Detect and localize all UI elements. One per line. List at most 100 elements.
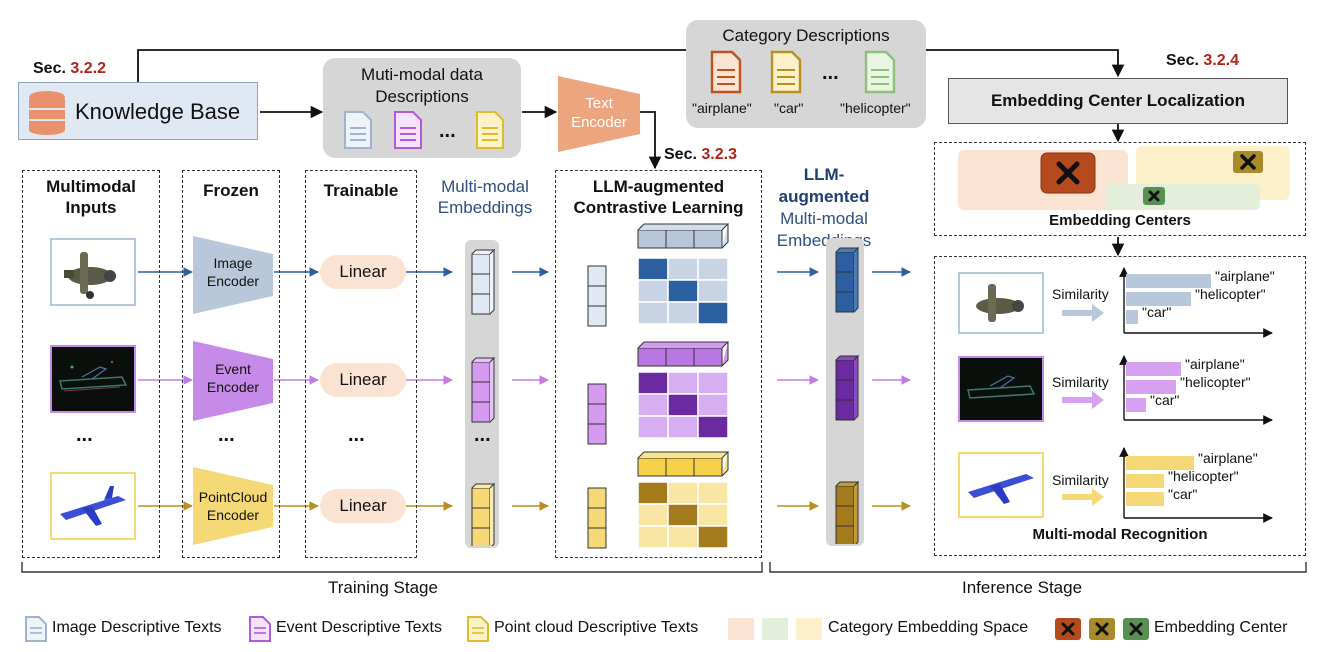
image-input-thumbnail bbox=[50, 238, 136, 306]
legend-center-airplane-icon bbox=[1055, 618, 1081, 640]
legend-center-icons bbox=[1055, 618, 1149, 640]
image-query-embeddings bbox=[587, 265, 607, 327]
recognition-bar-label-image-2: "car" bbox=[1142, 304, 1172, 320]
recognition-bar-pointcloud-1 bbox=[1126, 474, 1164, 488]
recognition-bar-pointcloud-0 bbox=[1126, 456, 1194, 470]
text-encoder-shape bbox=[558, 76, 640, 152]
event-llm-embedding-stack bbox=[835, 354, 860, 421]
recog-event-thumbnail bbox=[958, 356, 1044, 422]
category-airplane: "airplane" bbox=[692, 100, 752, 116]
legend-image-texts: Image Descriptive Texts bbox=[52, 619, 222, 636]
legend-point-doc-icon bbox=[467, 616, 489, 642]
image-text-embeddings bbox=[637, 223, 730, 249]
text-encoder-label: Text Encoder bbox=[562, 94, 636, 132]
knowledge-base-label: Knowledge Base bbox=[75, 99, 241, 124]
airplane-photo-icon bbox=[64, 252, 116, 299]
desc-title-line1: Muti-modal data bbox=[361, 65, 483, 84]
recognition-axes bbox=[1119, 267, 1273, 523]
center-airplane-icon bbox=[1040, 152, 1096, 194]
encoder-to-contrastive-arrow bbox=[640, 111, 662, 170]
recognition-bar-event-2 bbox=[1126, 398, 1146, 412]
image-llm-embedding-stack bbox=[835, 246, 860, 313]
pointcloud-linear-box: Linear bbox=[320, 489, 406, 523]
image-linear-box: Linear bbox=[320, 255, 406, 289]
car-doc-icon bbox=[770, 50, 802, 94]
helicopter-doc-icon bbox=[864, 50, 896, 94]
legend-space-helicopter-swatch bbox=[762, 618, 788, 640]
image-doc-icon bbox=[344, 111, 372, 149]
image-encoder-shape bbox=[193, 236, 273, 314]
similarity-arrows bbox=[1062, 304, 1104, 506]
embedding-centers-box bbox=[934, 142, 1306, 236]
frozen-header: Frozen bbox=[203, 181, 259, 200]
knowledge-base-box: Knowledge Base bbox=[18, 82, 258, 140]
linear-ellipsis: ... bbox=[348, 424, 365, 446]
training-stage-brace bbox=[21, 562, 763, 573]
legend: Image Descriptive Texts Event Descriptiv… bbox=[0, 614, 1322, 644]
llm-embeddings-header: LLM-augmented Multi-modal Embeddings bbox=[776, 165, 872, 250]
recognition-bar-pointcloud-2 bbox=[1126, 492, 1164, 506]
training-stage-label: Training Stage bbox=[328, 578, 438, 597]
inference-stage-label: Inference Stage bbox=[962, 578, 1083, 597]
category-helicopter: "helicopter" bbox=[840, 100, 911, 116]
legend-center-label: Embedding Center bbox=[1154, 619, 1288, 636]
llm-embedding-stacks bbox=[835, 246, 860, 544]
point-query-embeddings bbox=[587, 487, 607, 549]
desc-ellipsis: ... bbox=[439, 120, 456, 142]
recognition-bar-label-image-0: "airplane" bbox=[1215, 268, 1275, 284]
recognition-bar-label-pointcloud-1: "helicopter" bbox=[1168, 468, 1239, 484]
sec-322-label: Sec. 3.2.2 bbox=[33, 60, 106, 77]
recognition-bar-image-2 bbox=[1126, 310, 1138, 324]
similarity-label-image: Similarity bbox=[1052, 286, 1109, 302]
sec-323-label: Sec. 3.2.3 bbox=[664, 146, 737, 163]
recognition-bar-label-image-1: "helicopter" bbox=[1195, 286, 1266, 302]
recognition-bar-label-pointcloud-0: "airplane" bbox=[1198, 450, 1258, 466]
legend-center-helicopter-icon bbox=[1123, 618, 1149, 640]
event-input-thumbnail bbox=[50, 345, 136, 413]
recognition-bar-label-event-2: "car" bbox=[1150, 392, 1180, 408]
space-helicopter bbox=[1106, 184, 1260, 210]
event-doc-icon bbox=[394, 111, 422, 149]
embedding-center-localization-box: Embedding Center Localization bbox=[948, 78, 1288, 124]
text-encoder-line1: Text bbox=[585, 95, 613, 112]
recognition-box bbox=[934, 256, 1306, 556]
inference-stage-brace bbox=[769, 562, 1307, 573]
recognition-bar-event-1 bbox=[1126, 380, 1176, 394]
point-text-embeddings bbox=[637, 451, 730, 477]
event-query-embeddings bbox=[587, 383, 607, 445]
legend-point-texts: Point cloud Descriptive Texts bbox=[494, 619, 699, 636]
category-ellipsis: ... bbox=[822, 62, 839, 84]
category-desc-title: Category Descriptions bbox=[722, 26, 890, 45]
embeddings-ellipsis: ... bbox=[474, 424, 491, 446]
recognition-bar-label-pointcloud-2: "car" bbox=[1168, 486, 1198, 502]
category-car: "car" bbox=[774, 100, 804, 116]
embedding-centers-title: Embedding Centers bbox=[1049, 212, 1191, 229]
text-encoder-line2: Encoder bbox=[571, 114, 627, 131]
trainable-column-box bbox=[305, 170, 417, 558]
inputs-column-box bbox=[22, 170, 160, 558]
recog-airplane-photo-icon bbox=[976, 284, 1024, 322]
point-doc-icon bbox=[476, 111, 504, 149]
point-contrastive-block bbox=[587, 451, 730, 549]
category-descriptions-box: Category Descriptions ... "airplane" "ca… bbox=[686, 20, 926, 128]
event-frame-icon bbox=[59, 360, 128, 392]
pointcloud-input-thumbnail bbox=[50, 472, 136, 540]
recog-pointcloud-airplane-icon bbox=[968, 474, 1034, 504]
recognition-bar-event-0 bbox=[1126, 362, 1181, 376]
point-similarity-matrix bbox=[637, 481, 729, 549]
inputs-ellipsis: ... bbox=[76, 424, 93, 446]
event-linear-box: Linear bbox=[320, 363, 406, 397]
image-embedding-stack bbox=[471, 248, 496, 315]
recognition-title: Multi-modal Recognition bbox=[1032, 526, 1208, 543]
recog-pointcloud-thumbnail bbox=[958, 452, 1044, 518]
legend-event-doc-icon bbox=[249, 616, 271, 642]
similarity-label-pointcloud: Similarity bbox=[1052, 472, 1109, 488]
database-icon bbox=[29, 91, 65, 135]
